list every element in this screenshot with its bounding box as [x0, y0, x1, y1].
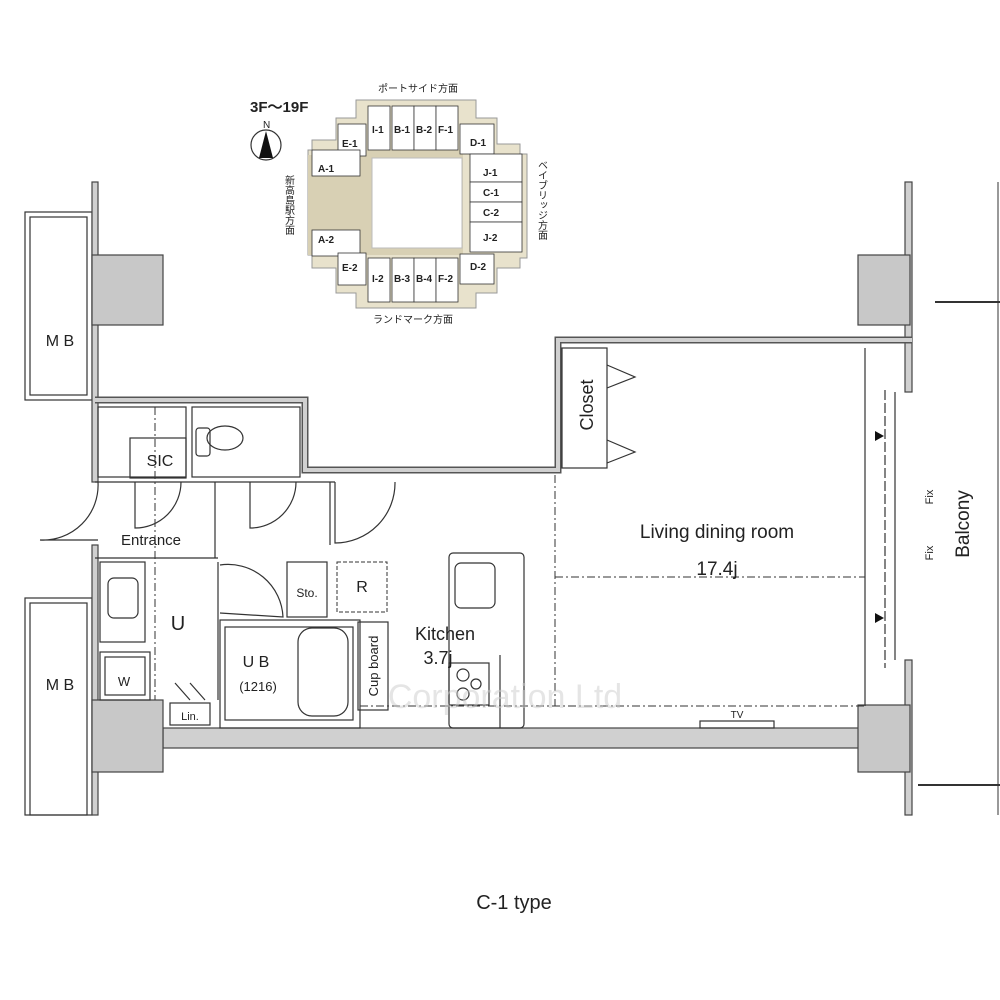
door-swings [39, 481, 396, 701]
room-label-mb: M B [46, 677, 74, 694]
direction-left: 新高島駅方面 [283, 174, 295, 236]
left-wall [91, 181, 99, 483]
unit-label: B-1 [394, 125, 411, 136]
unit-label: C-1 [483, 188, 500, 199]
column [91, 699, 164, 773]
column [857, 254, 911, 326]
bottom-wall [162, 727, 861, 749]
unit-label: I-1 [372, 125, 384, 136]
unit-label: F-2 [438, 274, 453, 285]
unit-label: J-1 [483, 168, 498, 179]
storage [286, 561, 328, 618]
direction-top: ポートサイド方面 [378, 82, 458, 95]
unit-label: I-2 [372, 274, 384, 285]
living-dining-size: 17.4j [696, 559, 737, 580]
mb-bottom [24, 597, 93, 816]
room-label-living-dining: Living dining room [640, 522, 794, 543]
unit-label: D-2 [470, 262, 487, 273]
room-label-closet: Closet [577, 379, 597, 430]
room-label-refrigerator: R [356, 579, 368, 596]
unit-label: D-1 [470, 138, 487, 149]
room-label-sic: SIC [147, 453, 174, 470]
room-label-storage: Sto. [296, 586, 317, 600]
watermark: Corporation Ltd [388, 678, 622, 716]
direction-bottom: ランドマーク方面 [373, 313, 453, 326]
refrigerator-space [336, 561, 388, 613]
floor-range: 3F～19F [250, 99, 308, 116]
unit-label: B-4 [416, 274, 433, 285]
north-compass-icon [250, 129, 282, 161]
north-label: N [263, 120, 270, 131]
plan-caption: C-1 type [476, 892, 552, 914]
cupboard [357, 621, 389, 711]
room-label-linen: Lin. [181, 711, 199, 723]
kitchen-counter [448, 552, 525, 729]
unit-label: A-1 [318, 164, 335, 175]
room-label-unit-bath: U B [243, 654, 270, 671]
window-arrow-icon [875, 431, 884, 441]
unit-label: J-2 [483, 233, 498, 244]
key-plan: 3F～19F N I-1 B-1 B-2 F-1 E-1 D-1 A-1 J-1… [250, 82, 548, 326]
room-label-entrance: Entrance [121, 532, 181, 549]
courtyard [371, 157, 463, 249]
direction-right: ベイブリッジ方面 [536, 160, 548, 241]
fixed-window-label: Fix [924, 545, 936, 560]
unit-label: E-1 [342, 139, 358, 150]
kitchen-size: 3.7j [423, 648, 452, 668]
unit-label: C-2 [483, 208, 500, 219]
interior-wall [95, 336, 912, 474]
unit-label: B-3 [394, 274, 411, 285]
unit-label: F-1 [438, 125, 453, 136]
stove-icon [448, 662, 490, 706]
fixed-window-label: Fix [924, 489, 936, 504]
unit-label: B-2 [416, 125, 433, 136]
room-label-cupboard: Cup board [366, 636, 381, 697]
room-label-mb: M B [46, 333, 74, 350]
column [857, 704, 911, 773]
unit-bath-size: (1216) [239, 679, 277, 694]
unit-label: A-2 [318, 235, 335, 246]
room-label-u: U [171, 613, 185, 635]
mb-top [24, 211, 93, 401]
window-arrow-icon [875, 613, 884, 623]
tv-outlet-label: TV [731, 710, 744, 721]
room-label-balcony: Balcony [953, 490, 974, 558]
toilet-icon [195, 425, 244, 457]
sink-icon [454, 562, 496, 609]
column [91, 254, 164, 326]
room-label-w: W [118, 674, 131, 689]
bathtub-icon [297, 627, 349, 717]
unit-label: E-2 [342, 263, 358, 274]
room-label-kitchen: Kitchen [415, 624, 475, 644]
